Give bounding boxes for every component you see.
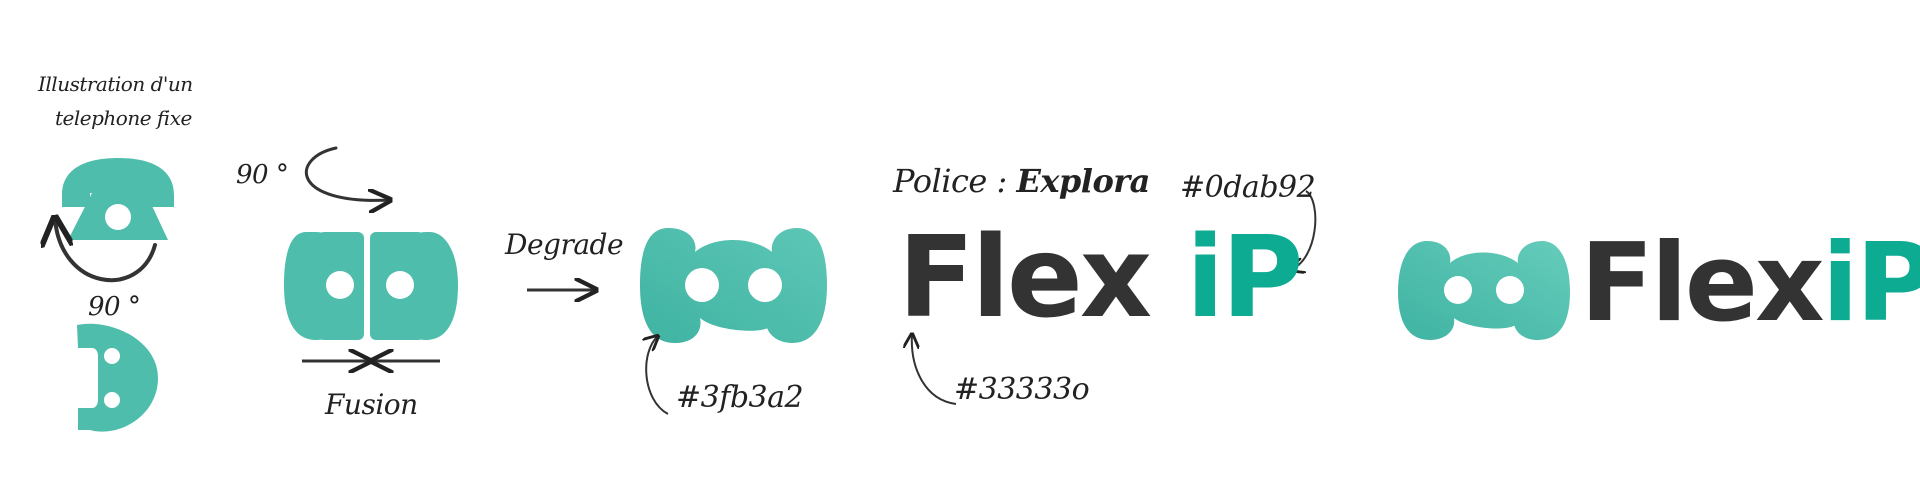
final-wordmark: FlexiP [1580, 230, 1920, 338]
rotate-arrow-left [55, 218, 157, 282]
rotated-phone-half-icon [77, 323, 158, 432]
illustration-caption-line2: telephone fixe [55, 106, 192, 130]
police-font-name: Explora [1016, 162, 1150, 200]
rotate-arrow-top [304, 146, 390, 200]
police-prefix: Police : [893, 162, 1017, 200]
pointer-arrow-dark [912, 334, 957, 405]
degrade-label: Degrade [505, 228, 624, 261]
rotation-label-top: 90 ° [236, 160, 289, 190]
pointer-arrow-gradient [646, 336, 669, 415]
rotation-label-left: 90 ° [88, 292, 141, 322]
gradient-hex-label: #3fb3a2 [676, 380, 804, 415]
final-wordmark-ip: iP [1821, 221, 1920, 346]
wordmark-ip: iP [1186, 213, 1303, 343]
final-logo-mark-icon [1398, 241, 1570, 340]
logo-mark-gradient-icon [640, 228, 827, 343]
pointer-arrow-green [1290, 190, 1317, 270]
illustration-caption-line1: Illustration d'un [38, 72, 193, 96]
green-hex-label: #0dab92 [1180, 170, 1316, 205]
police-label: Police : Explora [893, 162, 1150, 200]
final-wordmark-flex: Flex [1580, 221, 1825, 346]
mirrored-shapes-icon [284, 232, 458, 340]
landline-phone-icon [62, 158, 174, 240]
dark-hex-label: #33333o [954, 372, 1090, 407]
fusion-label: Fusion [325, 388, 418, 421]
wordmark-flex: Flex [898, 213, 1152, 343]
